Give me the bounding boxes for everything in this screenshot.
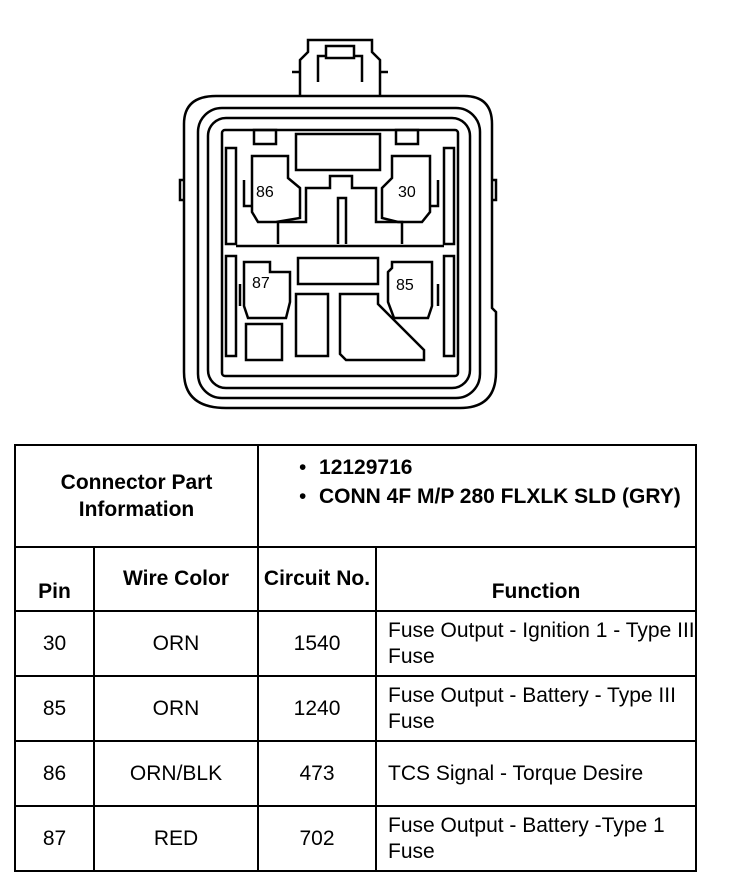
wire-color-cell: ORN/BLK — [92, 740, 260, 807]
circuit-cell: 702 — [257, 805, 378, 872]
function-cell: TCS Signal - Torque Desire — [375, 740, 698, 807]
function-cell: Fuse Output - Battery -Type 1 Fuse — [375, 805, 698, 872]
part-number: 12129716 — [299, 454, 695, 481]
connector-housing-inner — [196, 106, 482, 400]
connector-housing-outer — [182, 94, 498, 410]
connector-part-info-label: Connector Part Information — [13, 444, 260, 548]
column-header-row: Pin Wire Color Circuit No. Function — [14, 546, 698, 612]
pin-label-86: 86 — [256, 184, 274, 201]
col-header-function: Function — [375, 546, 698, 612]
table-row: 87 RED 702 Fuse Output - Battery -Type 1… — [14, 805, 698, 872]
connector-latch — [298, 38, 382, 96]
terminal-86-cavity — [250, 154, 302, 224]
pin-cell: 86 — [14, 740, 95, 807]
table-row: 86 ORN/BLK 473 TCS Signal - Torque Desir… — [14, 740, 698, 807]
connector-description: CONN 4F M/P 280 FLXLK SLD (GRY) — [299, 483, 695, 510]
wire-color-cell: ORN — [92, 610, 260, 677]
function-cell: Fuse Output - Battery - Type III Fuse — [375, 675, 698, 742]
pin-cell: 85 — [14, 675, 95, 742]
table-row: 85 ORN 1240 Fuse Output - Battery - Type… — [14, 675, 698, 742]
connector-face-diagram: 86 30 87 85 — [178, 38, 498, 410]
wire-color-cell: RED — [92, 805, 260, 872]
pin-cell: 87 — [14, 805, 95, 872]
pin-label-30: 30 — [398, 184, 416, 201]
col-header-pin: Pin — [14, 546, 95, 612]
wire-color-cell: ORN — [92, 675, 260, 742]
circuit-cell: 1240 — [257, 675, 378, 742]
part-info-list: 12129716 CONN 4F M/P 280 FLXLK SLD (GRY) — [299, 454, 695, 510]
pin-cell: 30 — [14, 610, 95, 677]
pin-label-87: 87 — [252, 275, 270, 292]
col-header-wire-color: Wire Color — [92, 546, 260, 612]
terminal-85-cavity — [386, 260, 434, 320]
table-row: 30 ORN 1540 Fuse Output - Ignition 1 - T… — [14, 610, 698, 677]
part-info-list-cell: 12129716 CONN 4F M/P 280 FLXLK SLD (GRY) — [257, 444, 698, 548]
cavity-frame — [220, 128, 460, 378]
col-header-circuit: Circuit No. — [257, 546, 378, 612]
connector-info-table: Connector Part Information 12129716 CONN… — [13, 444, 698, 872]
function-cell: Fuse Output - Ignition 1 - Type III Fuse — [375, 610, 698, 677]
part-info-row: Connector Part Information 12129716 CONN… — [13, 444, 698, 548]
circuit-cell: 473 — [257, 740, 378, 807]
pin-label-85: 85 — [396, 277, 414, 294]
circuit-cell: 1540 — [257, 610, 378, 677]
terminal-87-cavity — [242, 260, 292, 320]
